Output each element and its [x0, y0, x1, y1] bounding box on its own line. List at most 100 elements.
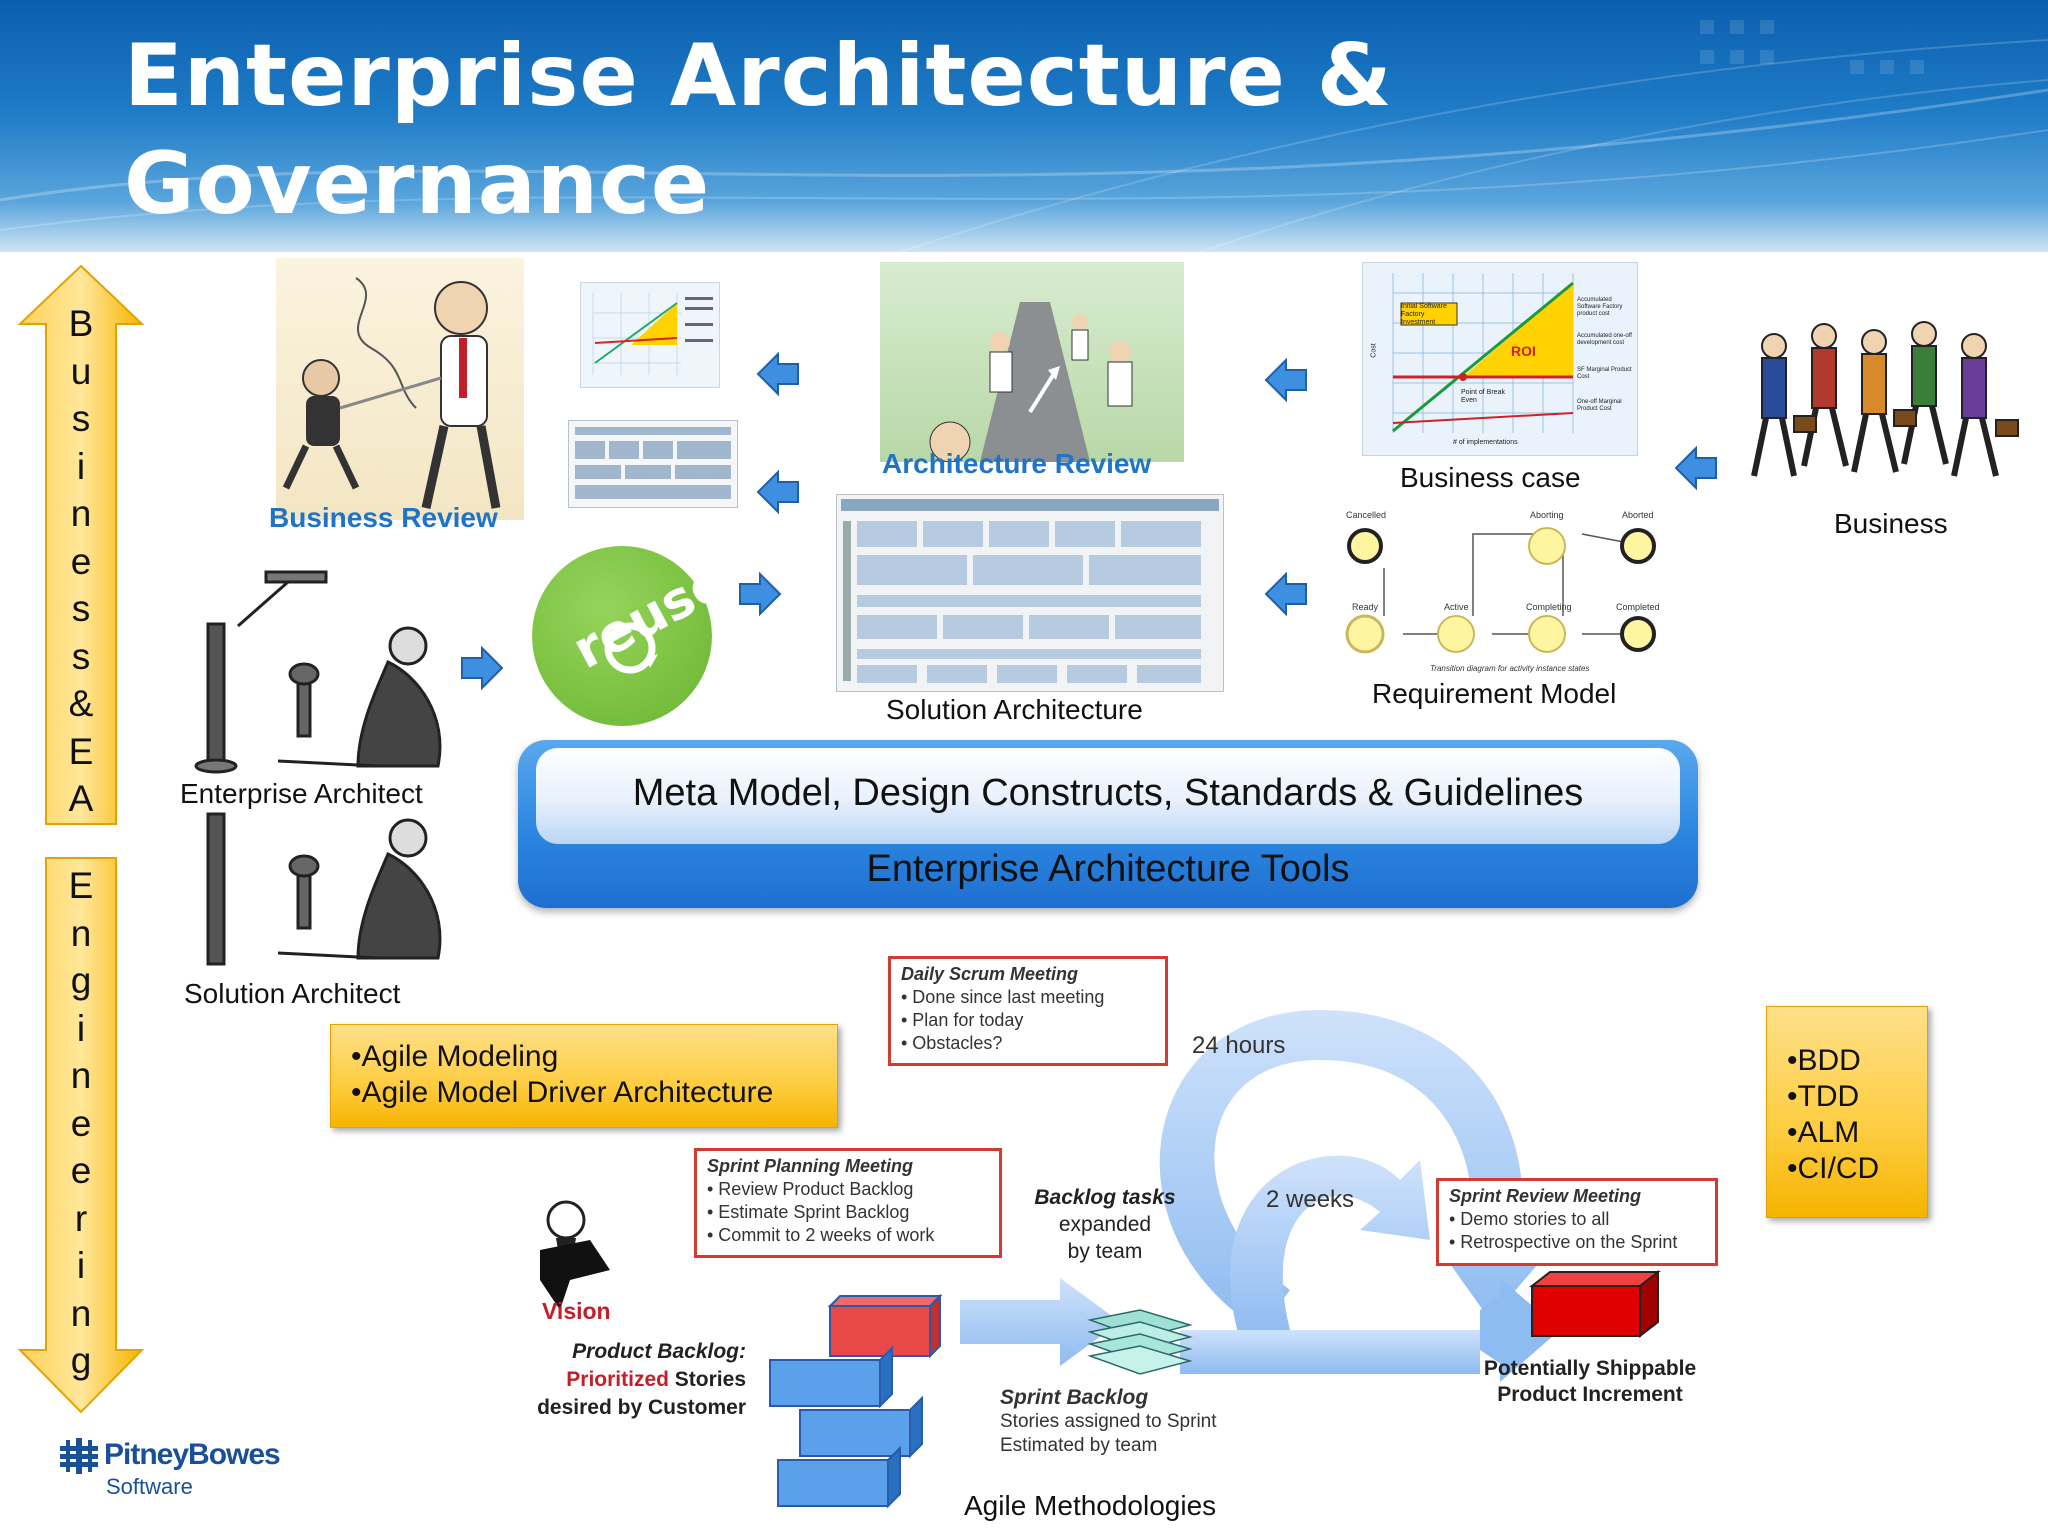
increment-line-2: Product Increment: [1497, 1383, 1683, 1406]
desired-by-customer: desired by Customer: [537, 1396, 746, 1419]
business-ea-letter: u: [70, 350, 92, 392]
title-line-1: Enterprise Architecture &: [124, 26, 1393, 126]
planning-item-1: • Review Product Backlog: [707, 1179, 914, 1199]
daily-scrum-box: Daily Scrum Meeting • Done since last me…: [888, 956, 1168, 1066]
practice-cicd: •CI/CD: [1787, 1152, 1880, 1185]
roi-y-axis-label: Cost: [1370, 343, 1378, 358]
practice-tdd: •TDD: [1787, 1080, 1860, 1113]
ea-tools-text: Enterprise Architecture Tools: [866, 848, 1350, 890]
2-weeks-label: 2 weeks: [1266, 1186, 1355, 1213]
roi-legend-1: Accumulated Software Factory product cos…: [1577, 297, 1623, 317]
engineering-letter: n: [70, 1292, 92, 1334]
business-case-roi-chart: ROI Initial Software Factory Investment …: [1362, 262, 1638, 456]
business-ea-letter: s: [71, 588, 91, 629]
daily-item-2: • Plan for today: [901, 1010, 1024, 1030]
engineering-letter: n: [70, 912, 92, 954]
solution-architect-image: [178, 808, 450, 978]
roi-legend-2: Accumulated one-off development cost: [1577, 333, 1632, 346]
engineering-letter: i: [76, 1245, 86, 1286]
state-active: Active: [1444, 602, 1469, 612]
backlog-tasks-line-2: expanded: [1058, 1213, 1152, 1236]
pitney-bowes-logo-icon: [60, 1438, 98, 1474]
engineering-letter: e: [70, 1102, 92, 1144]
vision-label: Vision: [542, 1298, 611, 1324]
state-aborting: Aborting: [1530, 510, 1564, 520]
enterprise-architect-image: [178, 566, 450, 776]
backlog-tasks-line-1: Backlog tasks: [1034, 1186, 1176, 1209]
roi-legend-4: One-off Marginal Product Cost: [1577, 399, 1622, 412]
engineering-letter: g: [70, 960, 92, 1001]
backlog-tasks-line-3: by team: [1067, 1240, 1143, 1263]
requirement-model-caption: Requirement Model: [1372, 678, 1617, 709]
banner-swoosh-graphic: [0, 20, 2048, 252]
product-backlog-title: Product Backlog:: [572, 1340, 746, 1363]
daily-item-1: • Done since last meeting: [901, 987, 1105, 1007]
architecture-thumbnail: [568, 420, 738, 508]
state-diagram-caption: Transition diagram for activity instance…: [1430, 664, 1590, 673]
business-engineering-arrow: [17, 264, 145, 1414]
daily-item-3: • Obstacles?: [901, 1033, 1003, 1053]
solution-architect-caption: Solution Architect: [184, 978, 401, 1009]
engineering-letter: i: [76, 1007, 86, 1049]
planning-item-2: • Estimate Sprint Backlog: [707, 1202, 910, 1222]
architecture-review-caption: Architecture Review: [882, 448, 1152, 479]
roi-x-axis-label: # of implementations: [1453, 439, 1518, 446]
break-even-label: Point of Break Even: [1461, 389, 1505, 404]
title-banner: [0, 0, 2048, 252]
pitney-bowes-logo-subtitle: Software: [106, 1474, 193, 1499]
state-cancelled: Cancelled: [1346, 510, 1387, 520]
business-ea-letter: &: [68, 683, 94, 724]
sprint-backlog-title: Sprint Backlog: [1000, 1386, 1149, 1409]
sprint-review-box: Sprint Review Meeting • Demo stories to …: [1436, 1178, 1718, 1266]
increment-line-1: Potentially Shippable: [1483, 1357, 1697, 1380]
left-arrow-icon: [1674, 446, 1717, 490]
enterprise-architect-caption: Enterprise Architect: [180, 778, 423, 809]
business-ea-letter: s: [71, 635, 91, 677]
left-arrow-icon: [1264, 358, 1307, 402]
requirement-model-diagram: Cancelled Aborting Aborted Ready Active …: [1340, 504, 1672, 676]
title-line-2: Governance: [124, 134, 711, 234]
initial-investment-label: Initial Software Factory Investment: [1401, 303, 1447, 326]
sprint-review-title: Sprint Review Meeting: [1449, 1186, 1642, 1206]
left-arrow-icon: [756, 352, 799, 396]
planning-item-3: • Commit to 2 weeks of work: [707, 1225, 935, 1245]
roi-thumbnail: [580, 282, 720, 388]
backlog-tasks-label: Backlog tasks expanded by team: [1020, 1184, 1190, 1265]
roi-legend-3: SF Marginal Product Cost: [1577, 367, 1632, 380]
engineering-letter: n: [70, 1055, 92, 1096]
engineering-letter: e: [70, 1150, 92, 1191]
agile-modeling-box: •Agile Modeling •Agile Model Driver Arch…: [330, 1024, 838, 1128]
business-ea-letter: A: [68, 778, 94, 819]
pitney-bowes-logo-text: PitneyBowes: [104, 1438, 281, 1471]
practices-box: •BDD •TDD •ALM •CI/CD: [1766, 1006, 1928, 1218]
business-review-caption: Business Review: [269, 502, 498, 533]
meta-model-panel: [536, 748, 1680, 844]
business-ea-letter: n: [70, 493, 92, 534]
review-item-1: • Demo stories to all: [1449, 1209, 1610, 1229]
practice-alm: •ALM: [1787, 1116, 1860, 1149]
24-hours-label: 24 hours: [1192, 1032, 1286, 1059]
business-ea-letter: s: [71, 398, 91, 439]
engineering-letter: r: [74, 1197, 88, 1239]
prioritized-text: Prioritized: [566, 1368, 669, 1391]
reuse-logo: reuse: [532, 546, 737, 726]
sprint-backlog-label: Sprint Backlog Stories assigned to Sprin…: [1000, 1386, 1217, 1458]
review-item-2: • Retrospective on the Sprint: [1449, 1232, 1678, 1252]
business-review-image: [276, 258, 524, 520]
state-completing: Completing: [1526, 602, 1572, 612]
state-completed: Completed: [1616, 602, 1660, 612]
agile-methodologies-caption: Agile Methodologies: [964, 1490, 1217, 1521]
business-ea-letter: E: [68, 730, 94, 772]
engineering-letter: E: [68, 865, 94, 906]
state-ready: Ready: [1352, 602, 1379, 612]
business-case-caption: Business case: [1400, 462, 1581, 493]
architecture-review-image: [880, 262, 1184, 462]
business-ea-letter: i: [76, 445, 86, 487]
sprint-planning-box: Sprint Planning Meeting • Review Product…: [694, 1148, 1002, 1258]
engineering-letter: g: [70, 1340, 92, 1381]
slide-title: Enterprise Architecture & Governance: [124, 22, 1624, 238]
state-aborted: Aborted: [1622, 510, 1654, 520]
sprint-backlog-item-2: Estimated by team: [1000, 1435, 1158, 1456]
